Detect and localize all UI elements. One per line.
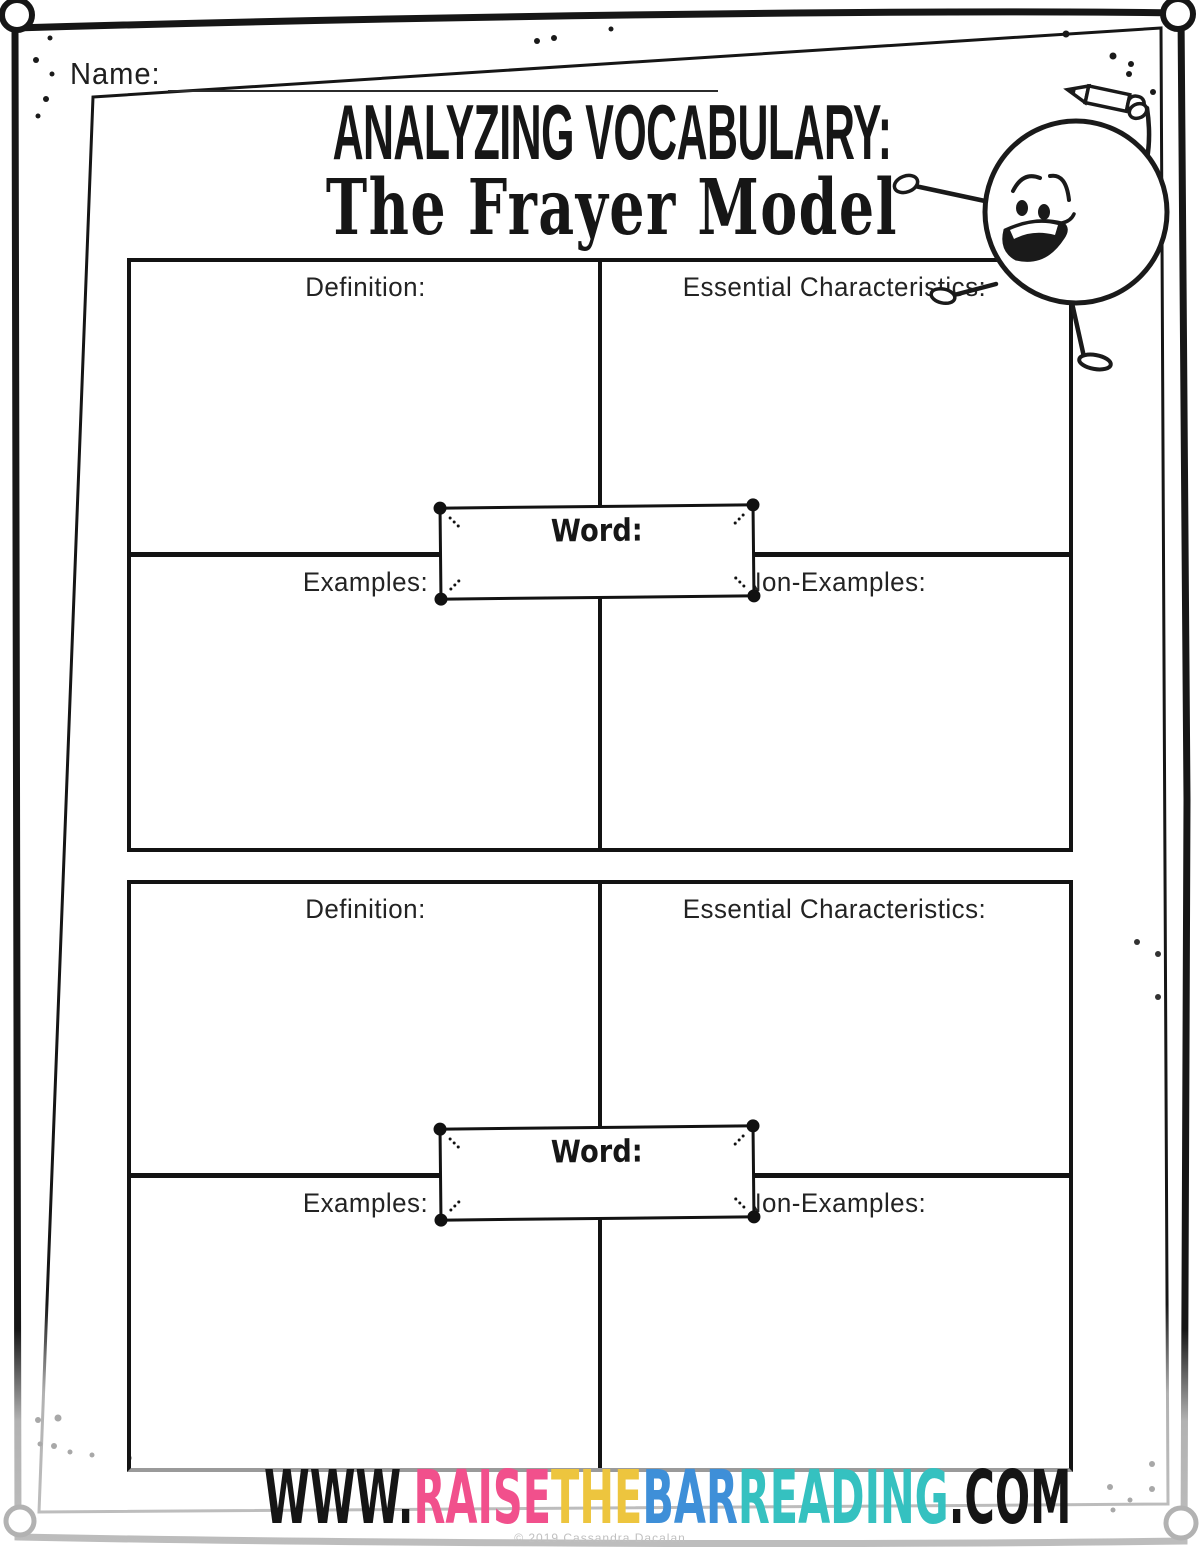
character-leg <box>1069 300 1087 360</box>
character-foot <box>1077 352 1113 372</box>
corner-accent-dots <box>742 584 746 588</box>
character-arm <box>951 281 999 298</box>
url-segment: RAISE <box>413 1455 552 1541</box>
name-row: Name: <box>70 56 718 92</box>
website-url: WWW.RAISETHEBARREADING.COM <box>264 1461 1071 1535</box>
word-box: Word: <box>433 498 761 606</box>
ink-dots <box>33 26 1161 1000</box>
character-eyebrow <box>1011 174 1042 193</box>
name-fill-line <box>168 56 718 92</box>
pencil-character-illustration <box>892 83 1170 372</box>
corner-dot <box>746 1119 760 1133</box>
frayer-grid-2: Definition: Essential Characteristics: E… <box>127 880 1073 1472</box>
character-hand <box>1127 101 1149 121</box>
corner-dot <box>746 498 760 512</box>
corner-accent-dots <box>741 1134 745 1138</box>
url-segment: .COM <box>948 1455 1072 1541</box>
corner-accent-dots <box>448 516 452 520</box>
url-segment: BAR <box>642 1455 738 1541</box>
frame-inner-line <box>37 26 1170 1514</box>
essential-characteristics-label: Essential Characteristics: <box>682 894 987 924</box>
name-label: Name: <box>70 56 161 91</box>
definition-label: Definition: <box>305 272 426 302</box>
page-title: ANALYZING VOCABULARY: <box>332 88 892 176</box>
corner-accent-dots <box>742 1205 746 1209</box>
corner-accent-dots <box>449 1208 453 1212</box>
character-eye <box>1016 200 1028 216</box>
url-segment: WWW. <box>264 1455 414 1541</box>
title-block: ANALYZING VOCABULARY: The Frayer Model <box>12 88 1200 253</box>
character-eye <box>1038 204 1050 220</box>
frayer-grid-1: Definition: Essential Characteristics: E… <box>127 258 1073 852</box>
corner-dot <box>433 1122 447 1136</box>
corner-dot <box>747 1210 761 1224</box>
copyright-text: © 2019 Cassandra Dacalan <box>514 1531 686 1545</box>
character-hand <box>892 173 920 195</box>
word-label: Word: <box>550 512 643 550</box>
word-label: Word: <box>550 1133 643 1171</box>
character-head <box>982 118 1170 306</box>
examples-label: Examples: <box>302 1188 429 1218</box>
non-examples-label: Non-Examples: <box>742 567 927 597</box>
character-mouth <box>1002 212 1076 262</box>
corner-dot <box>434 1213 448 1227</box>
page-subtitle: The Frayer Model <box>325 163 899 253</box>
corner-accent-dots <box>741 513 745 517</box>
examples-label: Examples: <box>302 567 429 597</box>
word-box: Word: <box>433 1119 761 1227</box>
non-examples-label: Non-Examples: <box>742 1188 927 1218</box>
url-segment: THE <box>551 1455 643 1541</box>
definition-label: Definition: <box>305 894 426 924</box>
corner-accent-dots <box>449 587 453 591</box>
url-segment: READING <box>737 1455 949 1541</box>
corner-dot <box>434 592 448 606</box>
character-arm <box>912 183 988 204</box>
character-eyebrow <box>1048 173 1071 202</box>
frame-outer-line <box>11 8 1191 1548</box>
character-hand <box>929 286 957 306</box>
corner-accent-dots <box>448 1137 452 1141</box>
corner-dot <box>747 589 761 603</box>
corner-dot <box>433 501 447 515</box>
